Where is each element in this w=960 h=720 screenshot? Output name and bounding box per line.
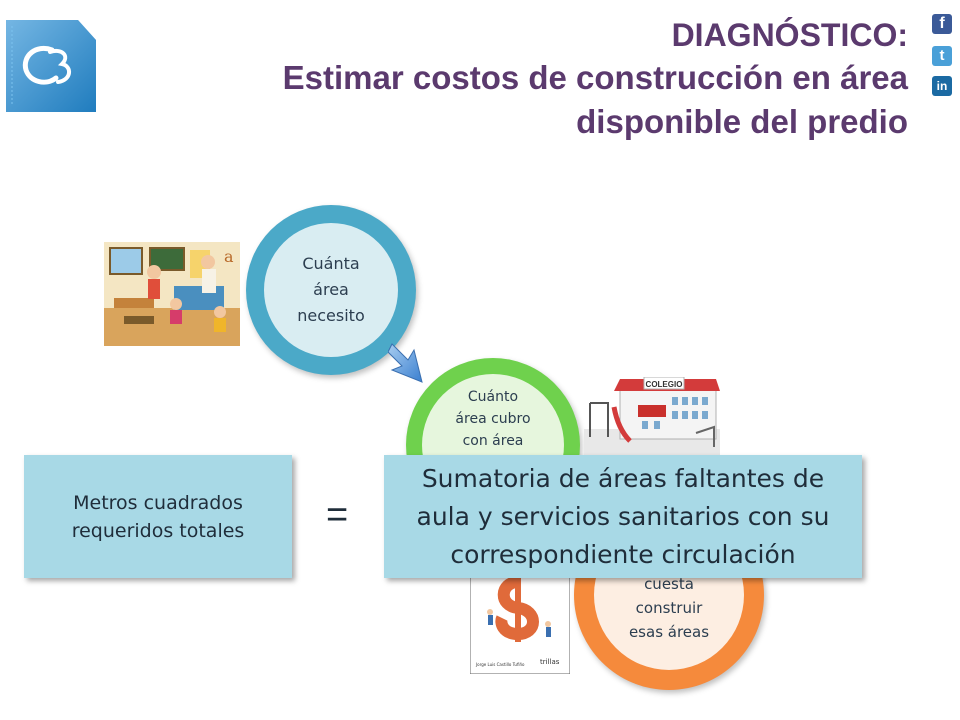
title-line-1: DIAGNÓSTICO: [671, 17, 908, 53]
svg-text:a: a [224, 247, 234, 266]
facebook-icon[interactable]: f [932, 14, 952, 34]
linkedin-icon[interactable]: in [932, 76, 952, 96]
cycle-step-area-needed-text: Cuánta área necesito [264, 223, 398, 357]
cycle-arrow-icon [387, 340, 428, 390]
c3-logo [0, 20, 96, 112]
school-building-illustration: COLEGIO [584, 376, 720, 461]
areas-sum-box: Sumatoria de áreas faltantes de aula y s… [384, 455, 862, 578]
c3-logo-icon [6, 20, 96, 112]
cost-book-cover: Jorge Luis Castillo Tufiño trillas [469, 571, 571, 675]
school-sign: COLEGIO [646, 380, 683, 389]
book-author: Jorge Luis Castillo Tufiño [475, 662, 525, 667]
total-square-meters-box: Metros cuadrados requeridos totales [24, 455, 292, 578]
title-line-3: disponible del predio [576, 103, 908, 140]
classroom-illustration: a [104, 242, 240, 346]
cycle-step-area-needed: Cuánta área necesito [246, 205, 416, 375]
book-publisher: trillas [540, 658, 560, 666]
equals-sign: = [326, 494, 349, 536]
title-line-2: Estimar costos de construcción en área [282, 59, 908, 96]
twitter-icon[interactable]: t [932, 46, 952, 66]
slide-title: DIAGNÓSTICO: Estimar costos de construcc… [148, 14, 908, 144]
